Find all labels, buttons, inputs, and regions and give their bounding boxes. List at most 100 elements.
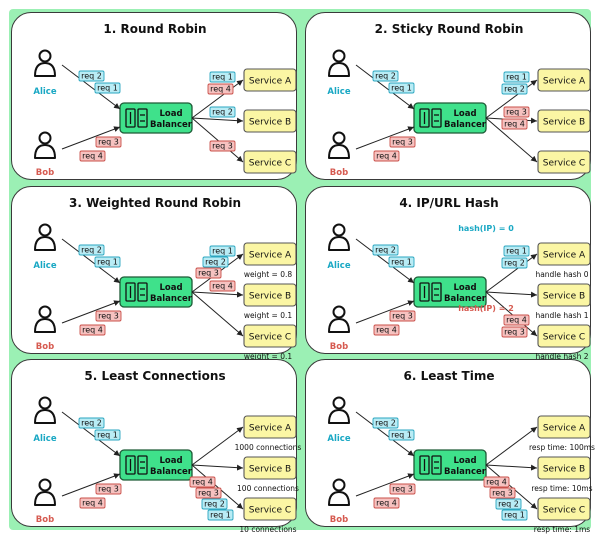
outbound-arrow	[485, 464, 538, 471]
request-tag: req 3	[501, 326, 528, 338]
outbound-arrow	[191, 117, 244, 163]
outbound-arrow	[191, 117, 244, 124]
request-tag: req 2	[372, 70, 399, 82]
user-name-alice: Alice	[327, 87, 350, 97]
request-tag: req 3	[503, 106, 530, 118]
request-tag-label: req 3	[492, 489, 513, 498]
outbound-arrow	[191, 79, 244, 119]
outbound-arrow	[485, 253, 538, 293]
load-balancer-label: Load	[453, 283, 476, 293]
service-note: handle hash 1	[535, 311, 588, 320]
service-name: Service A	[543, 251, 586, 261]
request-tag: req 1	[388, 429, 415, 441]
request-tag-box	[389, 136, 416, 148]
load-balancer-icon	[419, 108, 442, 128]
person-icon	[34, 223, 56, 251]
request-tag-label: req 3	[98, 485, 119, 494]
request-tag: req 2	[501, 257, 528, 269]
request-tag-box	[501, 83, 528, 95]
request-tag: req 4	[483, 476, 510, 488]
request-tag-box	[202, 256, 229, 268]
service-name: Service C	[249, 506, 291, 516]
load-balancer-label: Balancer	[150, 294, 193, 304]
load-balancer-label: Load	[453, 109, 476, 119]
request-tag-label: req 4	[82, 326, 103, 335]
request-tag: req 4	[79, 150, 106, 162]
request-tag-box	[503, 245, 530, 257]
request-tag-box	[78, 70, 105, 82]
service-box: Service B	[243, 283, 297, 307]
service-name: Service B	[543, 118, 585, 128]
request-tag-label: req 3	[504, 328, 525, 337]
request-tag-box	[195, 267, 222, 279]
service-box: Service C	[537, 497, 591, 521]
request-tag-box	[189, 476, 216, 488]
service-name: Service A	[249, 77, 292, 87]
inbound-arrow-alice	[61, 411, 121, 457]
request-tag-label: req 3	[198, 489, 219, 498]
request-tag: req 4	[189, 476, 216, 488]
request-tag-label: req 4	[376, 326, 397, 335]
person-icon	[34, 131, 56, 159]
request-tag-box	[501, 326, 528, 338]
user-name-bob: Bob	[36, 342, 54, 352]
request-tag: req 2	[372, 244, 399, 256]
service-box: Service A	[537, 242, 591, 266]
load-balancer-label: Load	[159, 283, 182, 293]
service-note: 100 connections	[237, 484, 299, 493]
load-balancer-icon	[125, 108, 148, 128]
request-tag-box	[373, 150, 400, 162]
user-name-bob: Bob	[36, 168, 54, 178]
person-icon	[34, 396, 56, 424]
user-name-bob: Bob	[330, 342, 348, 352]
request-tag-label: req 4	[376, 152, 397, 161]
outbound-arrow	[191, 426, 244, 466]
request-tag-label: req 4	[504, 120, 525, 129]
request-tag: req 3	[389, 310, 416, 322]
request-tag-box	[78, 417, 105, 429]
inbound-arrow-bob	[355, 126, 415, 150]
panel-title: 1. Round Robin	[103, 22, 206, 36]
request-tag: req 4	[373, 497, 400, 509]
person-icon	[328, 223, 350, 251]
service-name: Service A	[543, 77, 586, 87]
person-icon	[328, 396, 350, 424]
request-tag: req 2	[202, 256, 229, 268]
request-tag-label: req 2	[375, 419, 396, 428]
request-tag-box	[489, 487, 516, 499]
request-tag-box	[79, 324, 106, 336]
request-tag-box	[503, 314, 530, 326]
service-box: Service A	[243, 242, 297, 266]
request-tag-label: req 4	[82, 499, 103, 508]
request-tag-label: req 4	[210, 85, 231, 94]
outbound-arrow	[191, 291, 244, 298]
request-tag-label: req 4	[192, 478, 213, 487]
service-box: Service B	[537, 283, 591, 307]
person-icon	[328, 305, 350, 333]
outbound-arrow	[485, 426, 538, 466]
request-tag-label: req 1	[391, 431, 412, 440]
request-tag-label: req 1	[212, 73, 233, 82]
panel-title: 4. IP/URL Hash	[399, 196, 498, 210]
request-tag-label: req 2	[498, 500, 519, 509]
request-tag-box	[483, 476, 510, 488]
service-box: Service A	[537, 415, 591, 439]
request-tag-label: req 2	[205, 258, 226, 267]
request-tag-label: req 3	[212, 142, 233, 151]
load-balancer-label: Balancer	[150, 120, 193, 130]
service-note: 1000 connections	[235, 443, 302, 452]
request-tag-label: req 1	[391, 258, 412, 267]
request-tag-box	[207, 83, 234, 95]
inbound-arrow-bob	[355, 473, 415, 497]
request-tag-label: req 2	[375, 246, 396, 255]
inbound-arrow-alice	[61, 64, 121, 110]
user-name-alice: Alice	[33, 261, 56, 271]
service-note: handle hash 0	[535, 270, 588, 279]
service-note: weight = 0.1	[244, 311, 292, 320]
